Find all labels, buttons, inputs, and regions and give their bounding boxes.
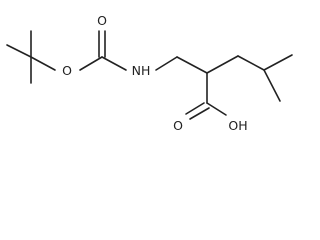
bond-acid-double-a [185,102,205,115]
amino-methyl-chain [155,56,208,74]
chemical-structure: O O NH O OH [6,13,293,133]
bond-carbonyl-to-n [101,56,127,71]
bond-ch2-to-ch [237,55,265,71]
carbamate-group [79,30,127,71]
isobutyl-group [206,54,293,102]
bond-acid-double-b [189,107,210,120]
bond-o-to-carbonyl [79,56,103,71]
bond-tbu-to-quaternary [6,44,32,58]
carbonyl-oxygen-label: O [97,13,107,28]
hydroxyl-label: OH [228,118,247,133]
tert-butyl-group [6,30,56,84]
carboxylic-acid-group [185,72,227,120]
bond-acid-to-oh [206,102,227,116]
bond-alpha-to-ch2 [206,55,239,74]
bond-ch-upper-methyl [263,54,293,71]
acid-carbonyl-oxygen-label: O [173,118,183,133]
bond-n-to-ch2 [155,56,178,71]
bond-quaternary-to-o [30,56,56,71]
ester-oxygen-label: O [62,63,72,78]
bond-ch-lower-methyl [263,69,281,102]
amine-label: NH [132,63,151,78]
bond-ch2-to-alpha [176,56,208,74]
